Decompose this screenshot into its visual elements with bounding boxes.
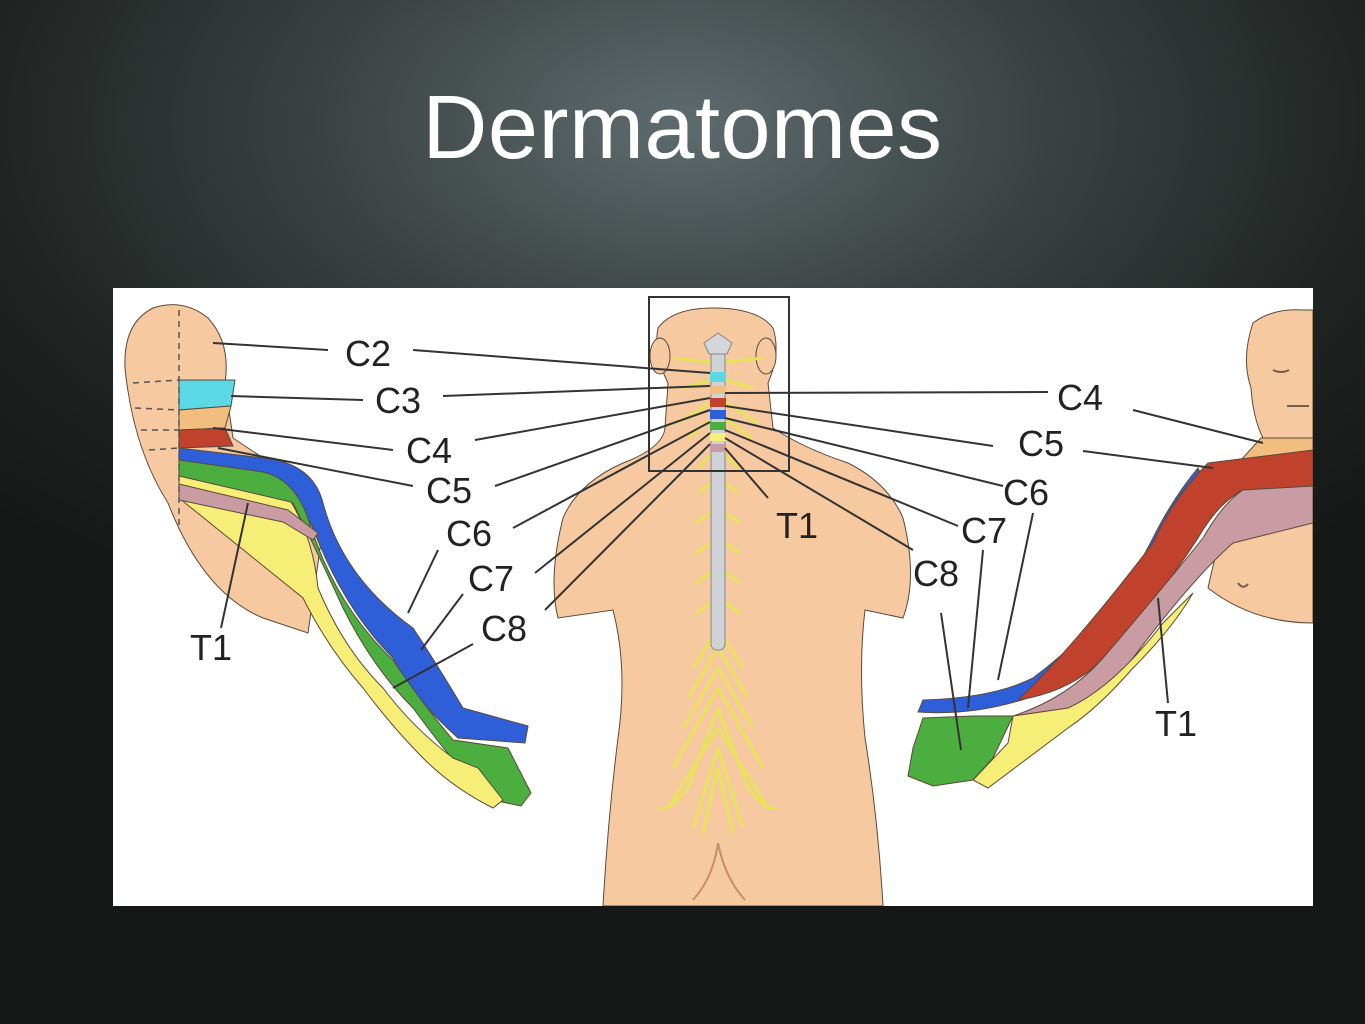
spine-c7-segment xyxy=(710,422,726,430)
dermatome-figure: C2 C3 C4 C5 C6 C7 C8 T1 xyxy=(113,288,1313,906)
center-figure: T1 xyxy=(412,296,1049,906)
left-label-c3: C3 xyxy=(375,380,421,421)
vertebral-column xyxy=(703,332,733,651)
left-leader-lines xyxy=(212,342,474,689)
left-c3-band xyxy=(178,379,236,411)
dermatome-diagram: C2 C3 C4 C5 C6 C7 C8 T1 xyxy=(124,296,1313,906)
right-leader-lines xyxy=(940,409,1264,751)
right-ear xyxy=(755,337,777,375)
left-c5-band xyxy=(178,427,234,449)
cervical-detail-box xyxy=(648,296,790,472)
spine-c4-segment xyxy=(710,386,726,394)
right-label-t1: T1 xyxy=(1155,703,1197,744)
right-label-c6: C6 xyxy=(1003,472,1049,513)
slide-title: Dermatomes xyxy=(422,78,943,178)
right-c5-band xyxy=(1016,449,1313,701)
left-dashed-lines xyxy=(132,310,180,528)
left-figure: C2 C3 C4 C5 C6 C7 C8 T1 xyxy=(124,304,532,809)
left-label-c8: C8 xyxy=(481,608,527,649)
left-label-c5: C5 xyxy=(426,470,472,511)
spine-c8-segment xyxy=(710,433,726,441)
center-leader-lines xyxy=(412,349,1049,611)
left-label-c6: C6 xyxy=(446,513,492,554)
right-face-features xyxy=(1272,369,1309,407)
left-label-c4: C4 xyxy=(406,430,452,471)
right-figure: C4 C5 C6 C7 C8 T1 xyxy=(907,309,1313,789)
vertebral-column-body xyxy=(710,349,726,651)
spine-c5-segment xyxy=(710,398,726,407)
right-head xyxy=(1245,309,1313,439)
right-c7-band xyxy=(907,715,1014,787)
right-label-c7: C7 xyxy=(961,510,1007,551)
right-label-c5: C5 xyxy=(1018,423,1064,464)
left-label-c7: C7 xyxy=(468,558,514,599)
spine-c6-segment xyxy=(710,410,726,419)
right-nipple xyxy=(1237,582,1249,588)
right-label-c4: C4 xyxy=(1057,377,1103,418)
left-label-c2: C2 xyxy=(345,333,391,374)
gluteal-crease xyxy=(692,842,746,901)
spine-c3-segment xyxy=(710,372,726,382)
left-label-t1: T1 xyxy=(190,627,232,668)
spine-t1-segment xyxy=(710,444,726,452)
right-t1-band xyxy=(1012,485,1313,721)
left-c8-band xyxy=(178,475,504,809)
left-c6-band xyxy=(178,447,529,744)
spinal-nerves xyxy=(657,356,779,834)
right-c8-band xyxy=(972,592,1194,789)
left-c4-band xyxy=(178,405,232,431)
skull-base xyxy=(703,332,733,355)
right-label-c8: C8 xyxy=(913,553,959,594)
spine-label-t1: T1 xyxy=(776,505,818,546)
